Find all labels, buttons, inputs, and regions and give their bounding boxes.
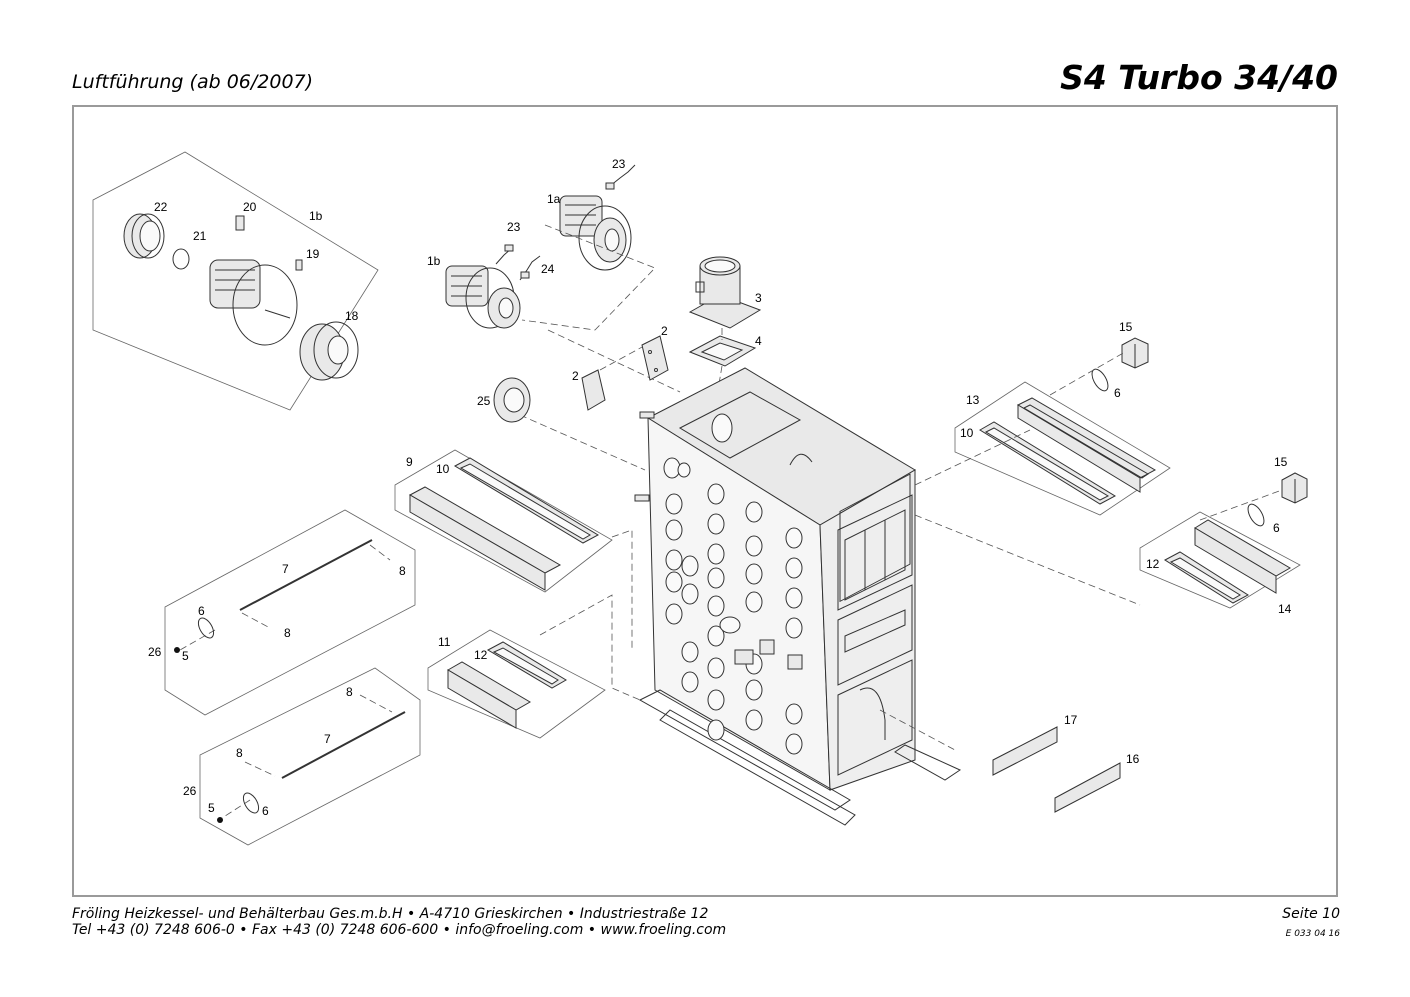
part-26-nut-lower [217,817,223,823]
part-19-pin [295,259,303,271]
callout-23-top: 23 [612,157,626,171]
part-7-rod-upper [239,539,373,611]
callout-18: 18 [345,309,359,323]
callout-8-lower-left: 8 [236,746,243,760]
motor-1a [559,195,632,271]
section-title: Luftführung (ab 06/2007) [72,71,314,93]
callout-1a: 1a [547,192,561,206]
callout-1b-middle: 1b [427,254,441,268]
callout-16: 16 [1126,752,1140,766]
callout-7-upper: 7 [282,562,289,576]
part-10-gasket-left [453,457,600,544]
callout-23-middle: 23 [507,220,521,234]
callout-20: 20 [243,200,257,214]
part-6-flap-lower-left [242,792,260,814]
part-26-nut-upper [174,647,180,653]
callout-2-upper: 2 [661,324,668,338]
part-12-gasket-left [486,641,567,689]
group-box-rod-upper [164,509,416,716]
callout-26-upper: 26 [148,645,162,659]
part-10-gasket-right [979,421,1117,505]
group-box-9 [394,449,613,593]
document-number: E 033 04 16 [1285,929,1340,939]
part-9-duct [408,486,562,591]
part-3-air-inlet-flap [688,256,762,329]
part-16-strip [1054,762,1121,813]
page-number: Seite 10 [1282,906,1340,922]
footer-company: Fröling Heizkessel- und Behälterbau Ges.… [72,906,709,922]
part-11-duct [447,661,531,729]
callout-6-right-upper: 6 [1114,386,1121,400]
cable-23-top [609,164,636,187]
part-2-cover-plate-upper [641,335,669,381]
callout-13: 13 [966,393,980,407]
part-6-flap-upper-left [197,617,215,639]
callout-10-left: 10 [436,462,450,476]
footer-contact: Tel +43 (0) 7248 606-0 • Fax +43 (0) 724… [72,922,727,938]
callout-21: 21 [193,229,207,243]
drawing-frame [72,105,1338,897]
callout-14: 14 [1278,602,1292,616]
boiler-cleaning-holes [663,457,803,755]
callout-1b-left: 1b [309,209,323,223]
group-box-13 [954,381,1171,516]
callout-17: 17 [1064,713,1078,727]
part-7-rod-lower [281,711,406,779]
part-15-cap-lower [1281,472,1308,504]
callout-8-upper-mid: 8 [284,626,291,640]
callout-5-lower: 5 [208,801,215,815]
part-12-gasket-right [1164,551,1249,604]
callout-3: 3 [755,291,762,305]
callout-8-lower-top: 8 [346,685,353,699]
callout-5-upper: 5 [182,649,189,663]
part-22-ring [123,213,165,259]
callout-25: 25 [477,394,491,408]
part-13-duct [1016,397,1157,493]
part-14-duct [1194,519,1291,594]
part-4-gasket [688,335,757,367]
callout-26-lower: 26 [183,784,197,798]
callout-12-left: 12 [474,648,488,662]
callout-19: 19 [306,247,320,261]
callout-15-lower: 15 [1274,455,1288,469]
part-2-cover-plate-lower [581,369,606,411]
part-17-strip [992,726,1058,776]
motor-1b-left [209,259,298,346]
part-25-flange [493,377,531,423]
group-box-11 [427,629,606,739]
callout-15-upper: 15 [1119,320,1133,334]
callout-7-lower: 7 [324,732,331,746]
callout-10-right: 10 [960,426,974,440]
callout-22: 22 [154,200,168,214]
part-15-cap-upper [1121,337,1149,369]
callout-2-lower: 2 [572,369,579,383]
part-21-disc [172,248,190,270]
boiler-body [634,367,962,826]
part-6-flap-right-lower [1247,503,1265,527]
callout-6-lower-left: 6 [262,804,269,818]
callout-8-upper-right: 8 [399,564,406,578]
model-title: S4 Turbo 34/40 [1060,58,1338,97]
part-18-fan-wheel [299,321,359,381]
callout-6-right-lower: 6 [1273,521,1280,535]
callout-11: 11 [438,635,451,649]
callout-4: 4 [755,334,762,348]
group-box-rod-lower [199,667,421,846]
part-20-pin [235,215,245,231]
motor-1b-middle [445,265,521,329]
callout-6-upper-left: 6 [198,604,205,618]
callout-9: 9 [406,455,413,469]
callout-12-right: 12 [1146,557,1160,571]
callout-24: 24 [541,262,555,276]
